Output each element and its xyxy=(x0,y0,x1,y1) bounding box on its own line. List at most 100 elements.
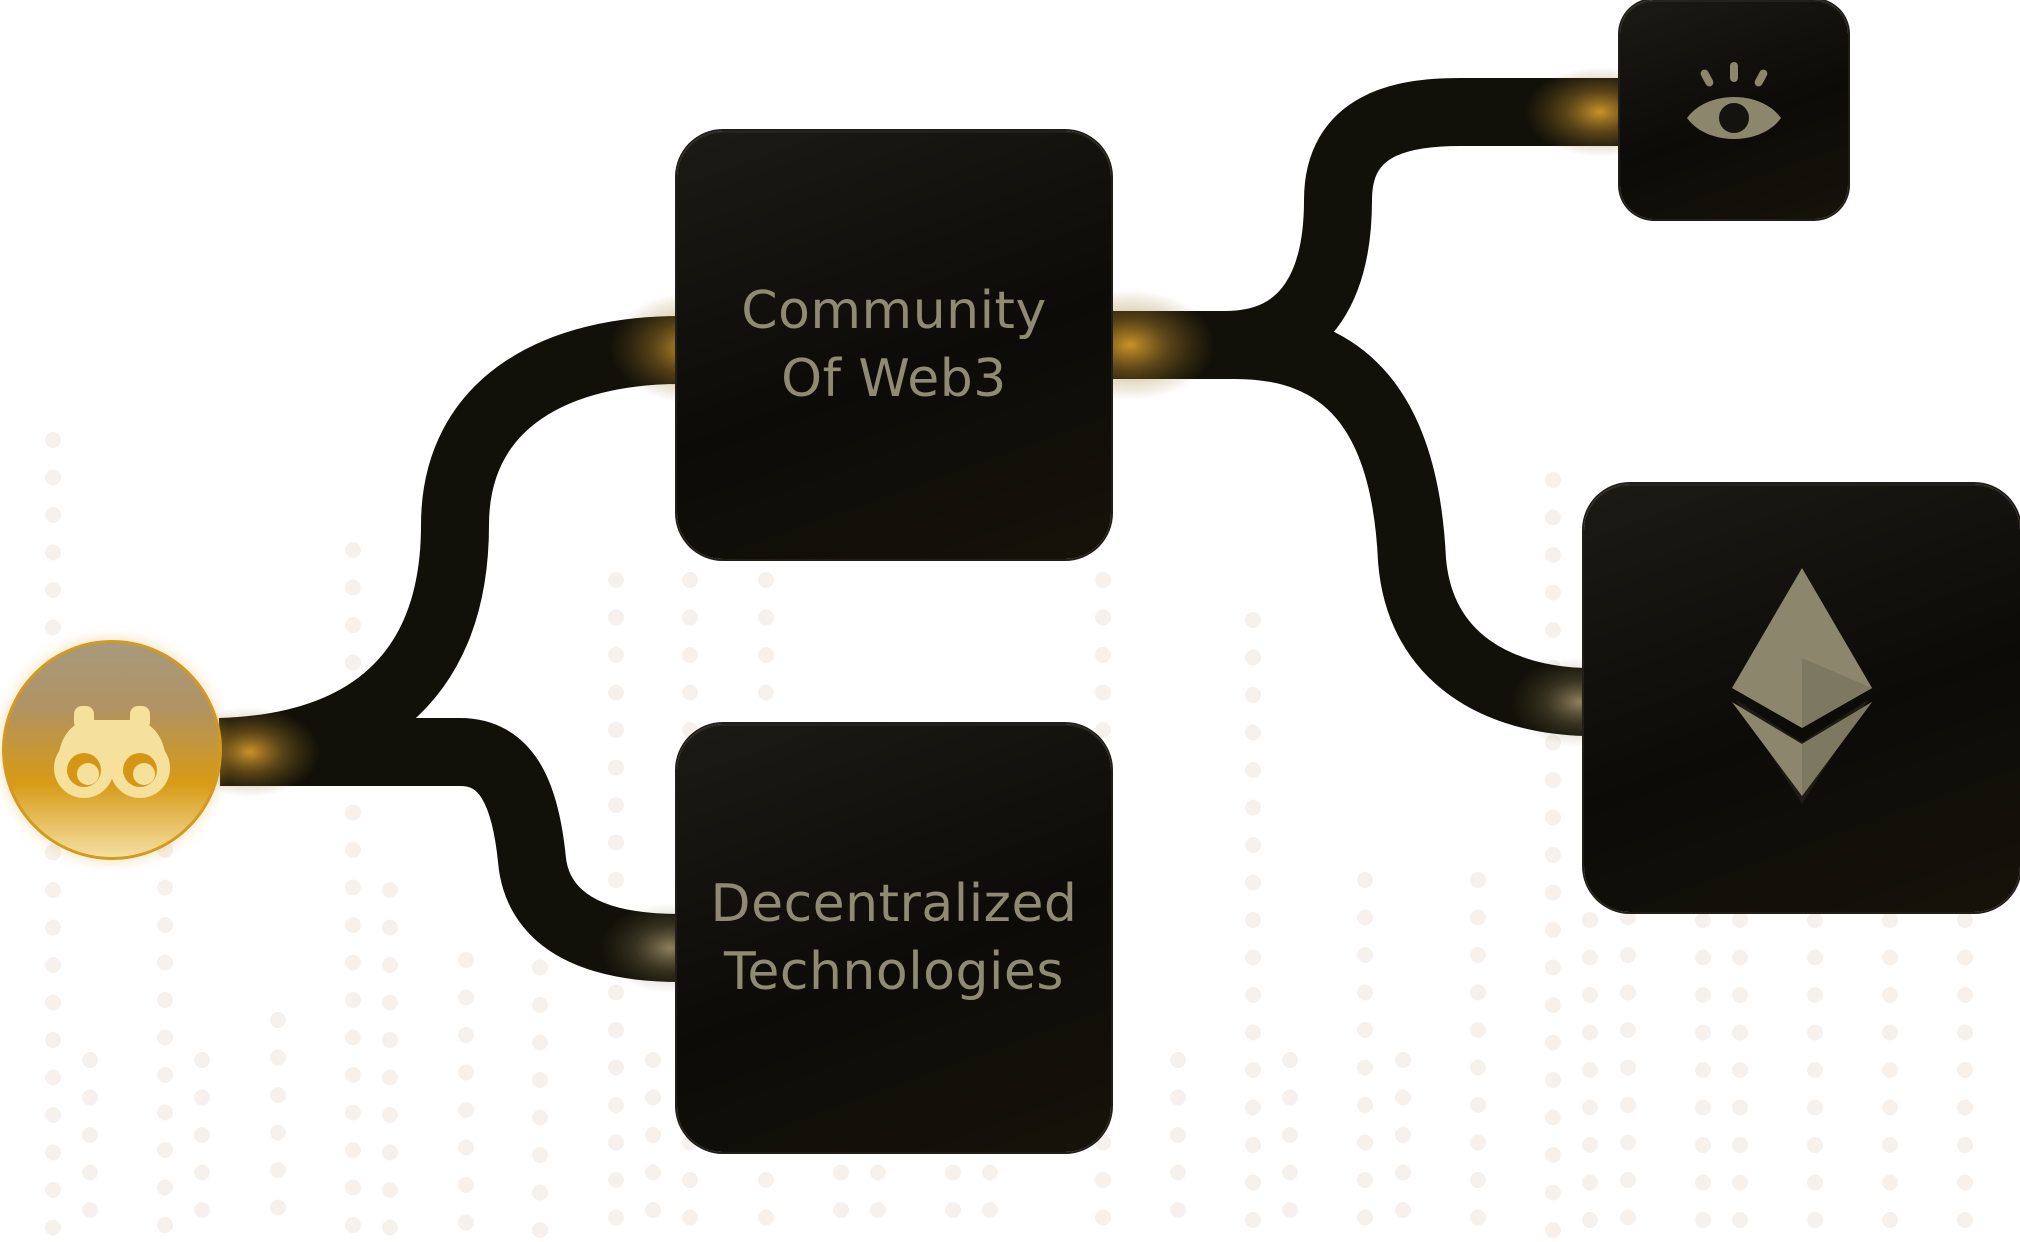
background-dot xyxy=(1282,1202,1298,1218)
background-dot xyxy=(458,952,474,968)
background-dot xyxy=(1545,584,1561,601)
background-dot xyxy=(945,1164,961,1181)
background-dot xyxy=(1620,1022,1636,1038)
background-dot xyxy=(1957,1062,1973,1078)
background-dot xyxy=(1695,1174,1711,1191)
background-dot xyxy=(1620,909,1636,926)
background-dot xyxy=(45,507,61,523)
background-dot xyxy=(458,1102,474,1118)
background-dot xyxy=(1957,1099,1973,1116)
node-label-line: Decentralized xyxy=(710,874,1078,934)
background-dot xyxy=(1245,612,1261,628)
background-dot xyxy=(1620,984,1636,1001)
background-dot xyxy=(345,617,361,633)
background-dot xyxy=(345,1104,361,1121)
background-dot xyxy=(1170,1127,1186,1143)
background-dot xyxy=(270,1087,286,1103)
background-dot xyxy=(682,572,698,588)
background-dot xyxy=(1357,1134,1373,1151)
background-dot xyxy=(1882,1137,1898,1153)
background-dot xyxy=(1807,1099,1823,1116)
ethereum-icon xyxy=(1732,568,1872,804)
background-dot xyxy=(45,957,61,973)
background-dot xyxy=(1882,949,1898,966)
background-dot xyxy=(1245,724,1261,741)
background-dot xyxy=(1582,1024,1598,1041)
background-dot xyxy=(1957,1024,1973,1041)
background-dot xyxy=(682,1209,698,1226)
background-dot xyxy=(1957,987,1973,1003)
background-dot xyxy=(1732,912,1748,928)
binoculars-icon xyxy=(54,706,170,798)
background-dot xyxy=(45,844,61,861)
background-dot xyxy=(1470,1172,1486,1188)
background-dot xyxy=(345,917,361,933)
background-dot xyxy=(532,1184,548,1201)
background-dot xyxy=(645,1089,661,1106)
background-dot xyxy=(1545,809,1561,826)
background-dot xyxy=(1582,1099,1598,1116)
background-dot xyxy=(532,997,548,1013)
background-dot xyxy=(382,1032,398,1048)
background-dot xyxy=(157,879,173,896)
background-dot xyxy=(758,1209,774,1226)
background-dot xyxy=(758,572,774,588)
background-dot xyxy=(532,959,548,976)
node-ethereum[interactable] xyxy=(1584,484,2020,912)
background-dot xyxy=(1620,1172,1636,1188)
background-dot xyxy=(1545,959,1561,976)
background-dot xyxy=(870,1164,886,1181)
background-dot xyxy=(1732,987,1748,1003)
background-dot xyxy=(157,954,173,971)
background-dot xyxy=(270,1124,286,1141)
background-dot xyxy=(345,804,361,821)
background-dot xyxy=(1395,1127,1411,1143)
background-dot xyxy=(1732,1174,1748,1191)
background-dot xyxy=(532,1147,548,1163)
background-dot xyxy=(1470,947,1486,963)
background-dot xyxy=(382,1069,398,1086)
background-dot xyxy=(1545,922,1561,938)
background-dot xyxy=(1095,1172,1111,1188)
background-dot xyxy=(1545,1072,1561,1088)
background-dot xyxy=(608,609,624,626)
background-dot xyxy=(270,1012,286,1028)
background-dot xyxy=(645,1052,661,1068)
background-dot xyxy=(1282,1127,1298,1143)
node-community-of-web3[interactable]: Community Of Web3 xyxy=(677,131,1111,559)
background-dot xyxy=(1545,1222,1561,1238)
background-dot xyxy=(1807,912,1823,928)
background-dot xyxy=(1545,1109,1561,1126)
background-dot xyxy=(1545,1034,1561,1051)
node-binoculars[interactable] xyxy=(2,640,222,860)
background-dot xyxy=(1882,987,1898,1003)
background-dot xyxy=(1695,949,1711,966)
background-dot xyxy=(1582,1137,1598,1153)
background-dot xyxy=(1732,1024,1748,1041)
background-dot xyxy=(157,1217,173,1233)
background-dot xyxy=(1695,1024,1711,1041)
background-dot xyxy=(982,1202,998,1218)
background-dot xyxy=(345,1067,361,1083)
node-eye[interactable] xyxy=(1620,0,1848,219)
background-dot xyxy=(682,684,698,701)
background-dot xyxy=(1245,874,1261,891)
node-decentralized-technologies[interactable]: Decentralized Technologies xyxy=(677,724,1111,1152)
background-dot xyxy=(1470,1059,1486,1076)
background-dot xyxy=(608,872,624,888)
background-dot xyxy=(270,1162,286,1178)
background-dot xyxy=(194,1164,210,1181)
background-dot xyxy=(345,842,361,858)
background-dot xyxy=(1732,1062,1748,1078)
background-dot xyxy=(1245,649,1261,666)
background-dot xyxy=(1095,572,1111,588)
background-dot xyxy=(157,1104,173,1121)
background-dot xyxy=(45,1144,61,1161)
background-dot xyxy=(157,992,173,1008)
background-dot xyxy=(1470,1097,1486,1113)
background-dot xyxy=(1695,1062,1711,1078)
background-dot xyxy=(1957,1174,1973,1191)
background-dot xyxy=(345,1179,361,1196)
background-dot xyxy=(345,954,361,971)
